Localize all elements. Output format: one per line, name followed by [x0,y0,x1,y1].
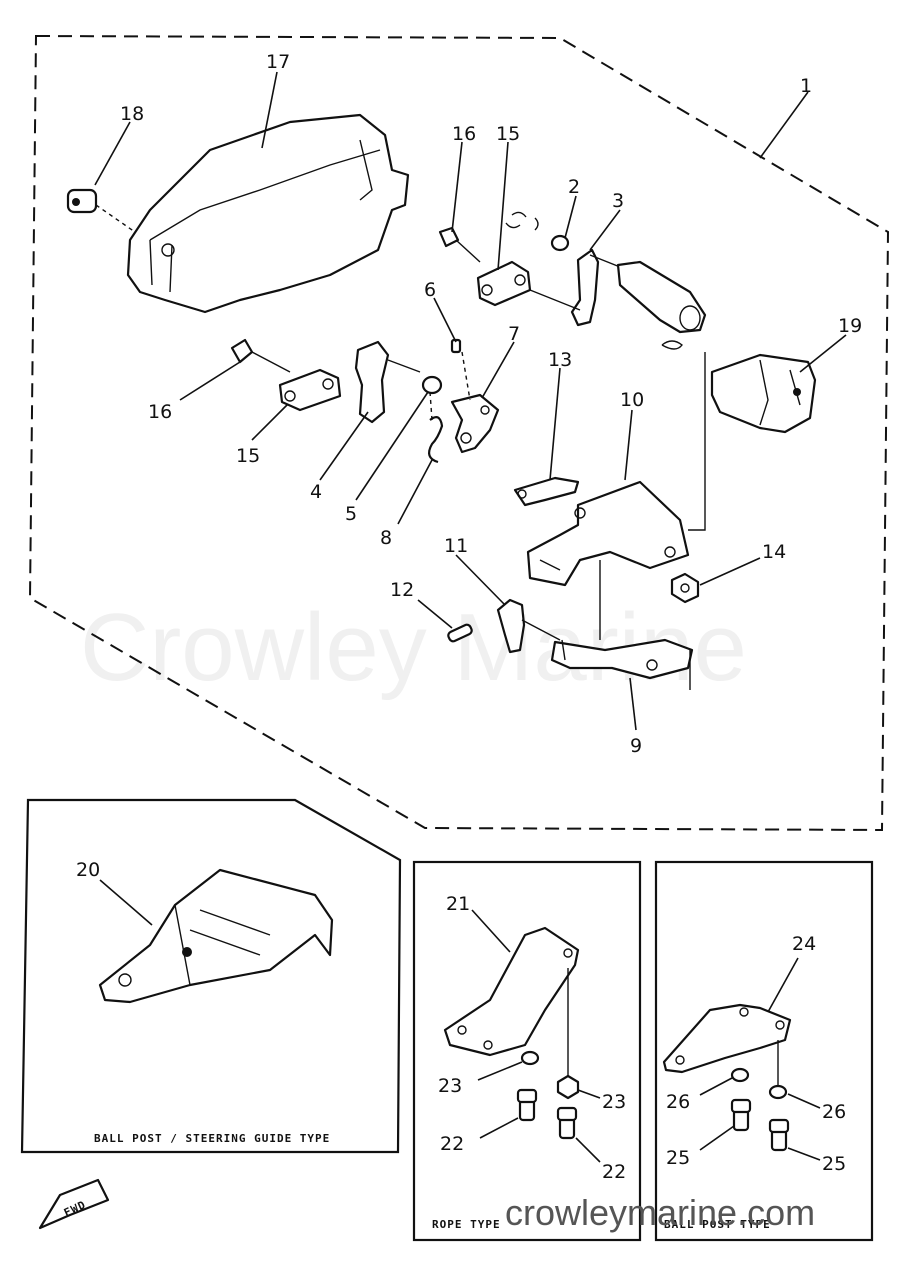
callout-4: 4 [310,481,322,503]
part-22-bolts-rope [516,1088,578,1140]
callout-lines [94,71,847,731]
callout-16-lower: 16 [148,401,172,423]
callout-line-26b [787,1093,821,1109]
callout-line-24 [767,957,799,1013]
callout-1: 1 [800,75,812,97]
callout-line-25a [699,1125,735,1151]
part-18-knob [66,188,136,233]
callout-line-21 [471,909,511,953]
part-25-bolts-ballpost [730,1098,790,1152]
callout-5: 5 [345,503,357,525]
assembly-boundary [28,34,890,832]
part-16-clip-upper [438,226,481,263]
callout-line-22a [479,1117,519,1139]
callout-3: 3 [612,190,624,212]
callout-25-left: 25 [666,1147,690,1169]
callout-line-22b [575,1137,601,1163]
callout-15-upper: 15 [496,123,520,145]
callout-17: 17 [266,51,290,73]
callout-22-left: 22 [440,1133,464,1155]
callout-21: 21 [446,893,470,915]
callout-line-23a [477,1061,523,1081]
part-20-bracket [98,868,334,1004]
callout-15-lower: 15 [236,445,260,467]
callout-8: 8 [380,527,392,549]
callout-23-left: 23 [438,1075,462,1097]
box-rope-type [412,860,642,1242]
part-21-bracket [443,926,580,1057]
callout-23-right: 23 [602,1091,626,1113]
callout-19: 19 [838,315,862,337]
callout-10: 10 [620,389,644,411]
part-10-plate [526,480,690,587]
callout-25-right: 25 [822,1153,846,1175]
part-24-bracket [662,1003,792,1074]
callout-11: 11 [444,535,468,557]
site-url: crowleymarine.com [505,1192,815,1233]
part-9-plate [550,638,694,680]
callout-22-right: 22 [602,1161,626,1183]
part-15-joint-upper [476,260,532,307]
part-7-lever [450,393,500,454]
callout-line-25b [787,1147,821,1161]
callout-24: 24 [792,933,816,955]
part-5-washer [421,375,443,395]
callout-12: 12 [390,579,414,601]
callout-20: 20 [76,859,100,881]
part-16-clip-lower [230,338,291,373]
part-3-lever [529,248,641,327]
part-26-washers-ballpost [730,1040,788,1100]
caption-ball-post-type: BALL POST TYPE [664,1218,771,1231]
callout-line-20 [99,879,153,926]
part-23-washers-rope [520,968,580,1100]
callout-line-26a [699,1077,733,1096]
callout-18: 18 [120,103,144,125]
part-8-spring [427,416,444,464]
part-15-joint-lower [278,368,342,412]
callout-14: 14 [762,541,786,563]
callout-16-upper: 16 [452,123,476,145]
shaft [616,260,707,350]
callout-line-23b [577,1089,601,1099]
callout-2: 2 [568,176,580,198]
assembly-lines [429,351,706,690]
box-ball-post-type [654,860,874,1242]
part-19-switch-block [710,353,817,434]
caption-ball-post-steering: BALL POST / STEERING GUIDE TYPE [94,1132,330,1145]
part-14-nut [670,572,700,604]
callout-7: 7 [508,323,520,345]
part-4-lever [354,340,421,424]
fwd-arrow-icon: FWD [38,1178,110,1230]
part-12-pin [447,623,473,643]
part-6-pin [450,338,462,354]
callout-26-right: 26 [822,1101,846,1123]
callout-6: 6 [424,279,436,301]
part-13-bracket [513,476,580,507]
box-ball-post-steering-guide [20,798,402,1154]
part-11-lever [496,598,561,654]
part-17-cover [126,113,410,314]
callout-9: 9 [630,735,642,757]
part-2-washer [505,211,570,252]
caption-rope-type: ROPE TYPE [432,1218,501,1231]
callout-26-left: 26 [666,1091,690,1113]
callout-13: 13 [548,349,572,371]
